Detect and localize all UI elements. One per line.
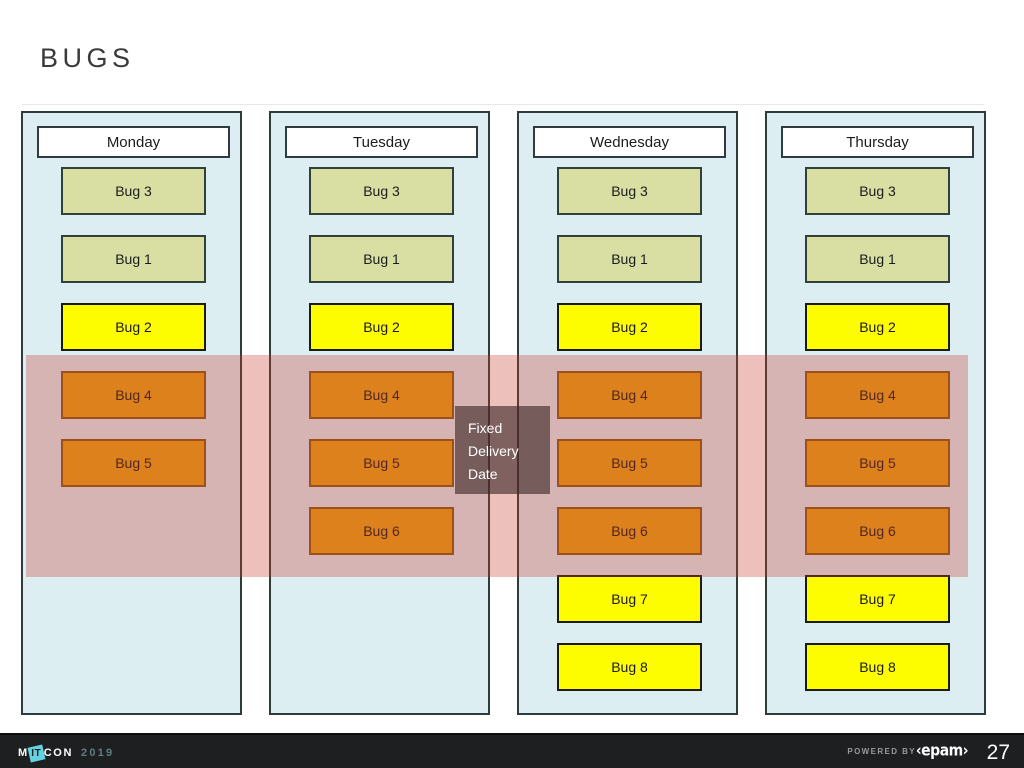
card-stack: Bug 3 Bug 1 Bug 2 Bug 4 Bug 5 Bug 6 Bug 7 Bug 8 — [557, 167, 702, 711]
bug-card[interactable]: Bug 7 — [557, 575, 702, 623]
conference-logo-diamond-text: IT — [31, 747, 42, 759]
bug-card[interactable]: Bug 8 — [557, 643, 702, 691]
bug-card[interactable]: Bug 3 — [61, 167, 206, 215]
powered-by-label: POWERED BY — [847, 747, 916, 756]
conference-logo: M IT CON 2019 — [18, 744, 114, 762]
bug-card[interactable]: Bug 3 — [557, 167, 702, 215]
bug-card[interactable]: Bug 2 — [805, 303, 950, 351]
bug-card[interactable]: Bug 8 — [805, 643, 950, 691]
conference-logo-year: 2019 — [81, 747, 115, 759]
bug-card[interactable]: Bug 1 — [557, 235, 702, 283]
bug-card[interactable]: Bug 4 — [309, 371, 454, 419]
card-stack: Bug 3 Bug 1 Bug 2 Bug 4 Bug 5 Bug 6 Bug 7 Bug 8 — [805, 167, 950, 711]
footer-bar: M IT CON 2019 POWERED BY ‹epam› 27 — [0, 733, 1024, 768]
day-header: Thursday — [781, 126, 974, 158]
conference-logo-prefix: M — [18, 747, 29, 759]
page-title: BUGS — [40, 43, 135, 73]
bug-card[interactable]: Bug 4 — [557, 371, 702, 419]
card-stack: Bug 3 Bug 1 Bug 2 Bug 4 Bug 5 Bug 6 — [309, 167, 454, 575]
fixed-delivery-line-3: Date — [468, 466, 498, 482]
epam-logo: ‹epam› — [915, 741, 969, 761]
bug-card[interactable]: Bug 4 — [805, 371, 950, 419]
day-header: Monday — [37, 126, 230, 158]
bug-card[interactable]: Bug 5 — [557, 439, 702, 487]
bug-card[interactable]: Bug 5 — [61, 439, 206, 487]
conference-logo-diamond-icon: IT — [28, 745, 45, 762]
bug-card[interactable]: Bug 6 — [309, 507, 454, 555]
bug-card[interactable]: Bug 1 — [61, 235, 206, 283]
bug-card[interactable]: Bug 3 — [309, 167, 454, 215]
card-stack: Bug 3 Bug 1 Bug 2 Bug 4 Bug 5 — [61, 167, 206, 507]
bug-card[interactable]: Bug 3 — [805, 167, 950, 215]
bug-card[interactable]: Bug 2 — [557, 303, 702, 351]
day-header: Wednesday — [533, 126, 726, 158]
conference-logo-suffix: CON — [43, 747, 74, 759]
bug-card[interactable]: Bug 2 — [61, 303, 206, 351]
bug-card[interactable]: Bug 5 — [309, 439, 454, 487]
bug-card[interactable]: Bug 6 — [557, 507, 702, 555]
bug-card[interactable]: Bug 5 — [805, 439, 950, 487]
bug-card[interactable]: Bug 7 — [805, 575, 950, 623]
bug-card[interactable]: Bug 1 — [309, 235, 454, 283]
title-divider — [22, 104, 984, 105]
bug-card[interactable]: Bug 4 — [61, 371, 206, 419]
page-number: 27 — [986, 741, 1010, 764]
bug-card[interactable]: Bug 1 — [805, 235, 950, 283]
fixed-delivery-line-2: Delivery — [468, 443, 519, 459]
bug-card[interactable]: Bug 2 — [309, 303, 454, 351]
day-header: Tuesday — [285, 126, 478, 158]
fixed-delivery-date-callout: Fixed Delivery Date — [455, 406, 550, 494]
bug-card[interactable]: Bug 6 — [805, 507, 950, 555]
fixed-delivery-line-1: Fixed — [468, 420, 503, 436]
